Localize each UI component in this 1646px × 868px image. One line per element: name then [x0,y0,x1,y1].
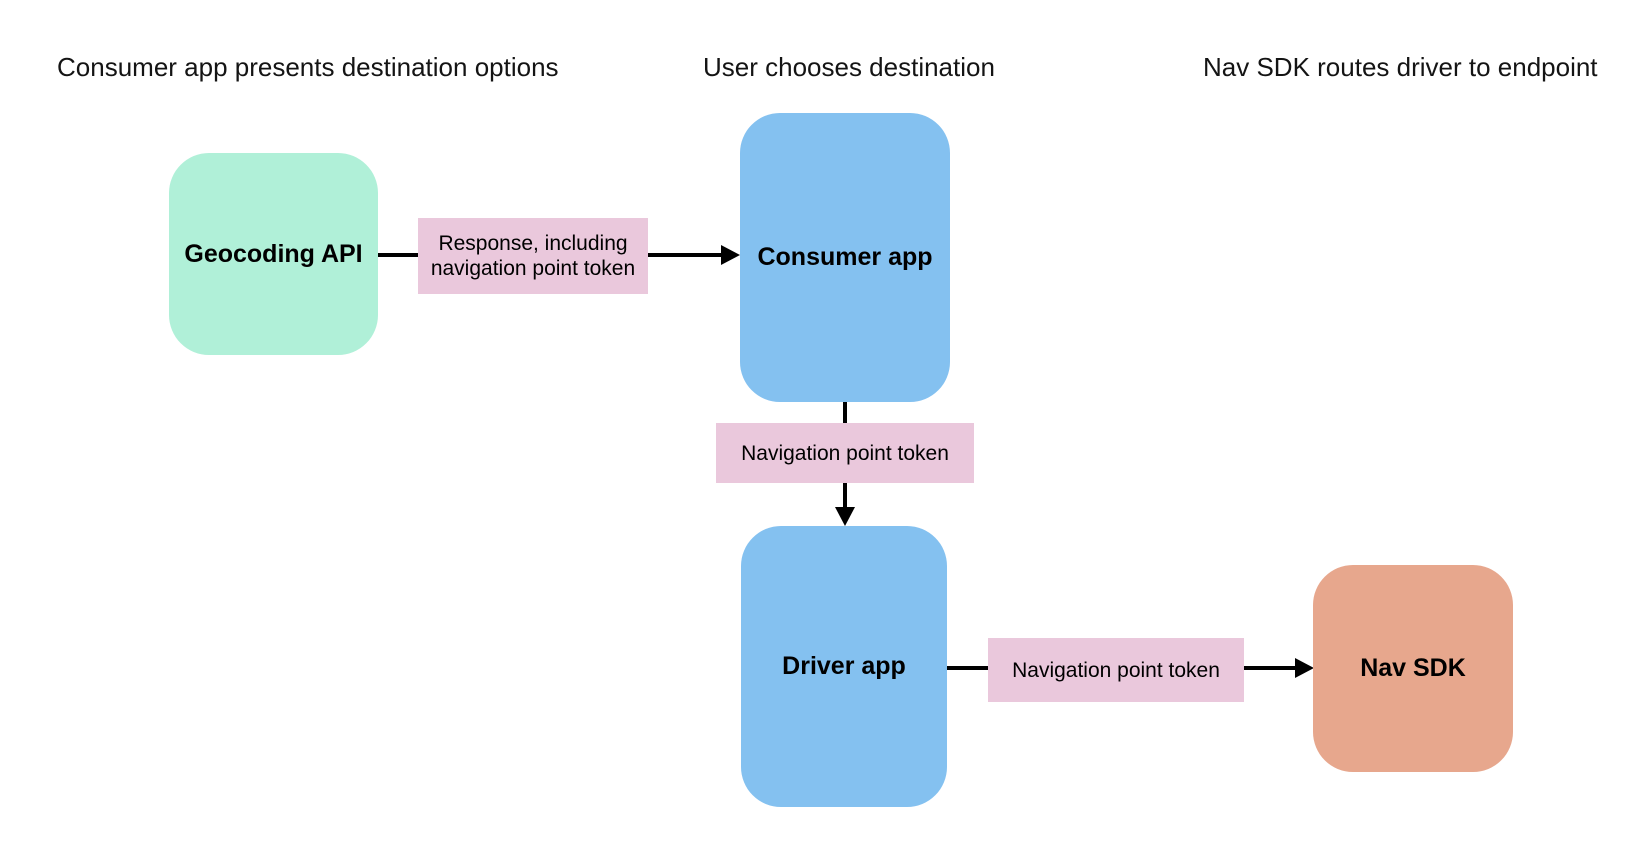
node-label-consumer-app: Consumer app [757,243,933,271]
node-label-driver-app: Driver app [782,652,906,680]
node-nav-sdk: Nav SDK [1313,565,1513,772]
stage-header-navsdk-routes: Nav SDK routes driver to endpoint [1203,52,1598,82]
edge-label-text: Navigation point token [1012,658,1220,682]
node-driver-app: Driver app [741,526,947,807]
edge-label-text: Response, including navigation point tok… [430,232,636,280]
stage-header-user-chooses: User chooses destination [703,52,995,82]
arrowhead-right-icon [721,245,740,265]
node-label-geocoding-api: Geocoding API [184,239,363,268]
arrowhead-right-icon [1295,658,1314,678]
edge-label-text: Navigation point token [741,441,949,465]
node-label-nav-sdk: Nav SDK [1360,654,1466,682]
node-geocoding-api: Geocoding API [169,153,378,355]
stage-header-consumer-presents: Consumer app presents destination option… [57,52,559,82]
edge-label-navigation-point-token-1: Navigation point token [716,423,974,483]
edge-label-response-including-token: Response, including navigation point tok… [418,218,648,294]
node-consumer-app: Consumer app [740,113,950,402]
edge-label-navigation-point-token-2: Navigation point token [988,638,1244,702]
arrowhead-down-icon [835,507,855,526]
